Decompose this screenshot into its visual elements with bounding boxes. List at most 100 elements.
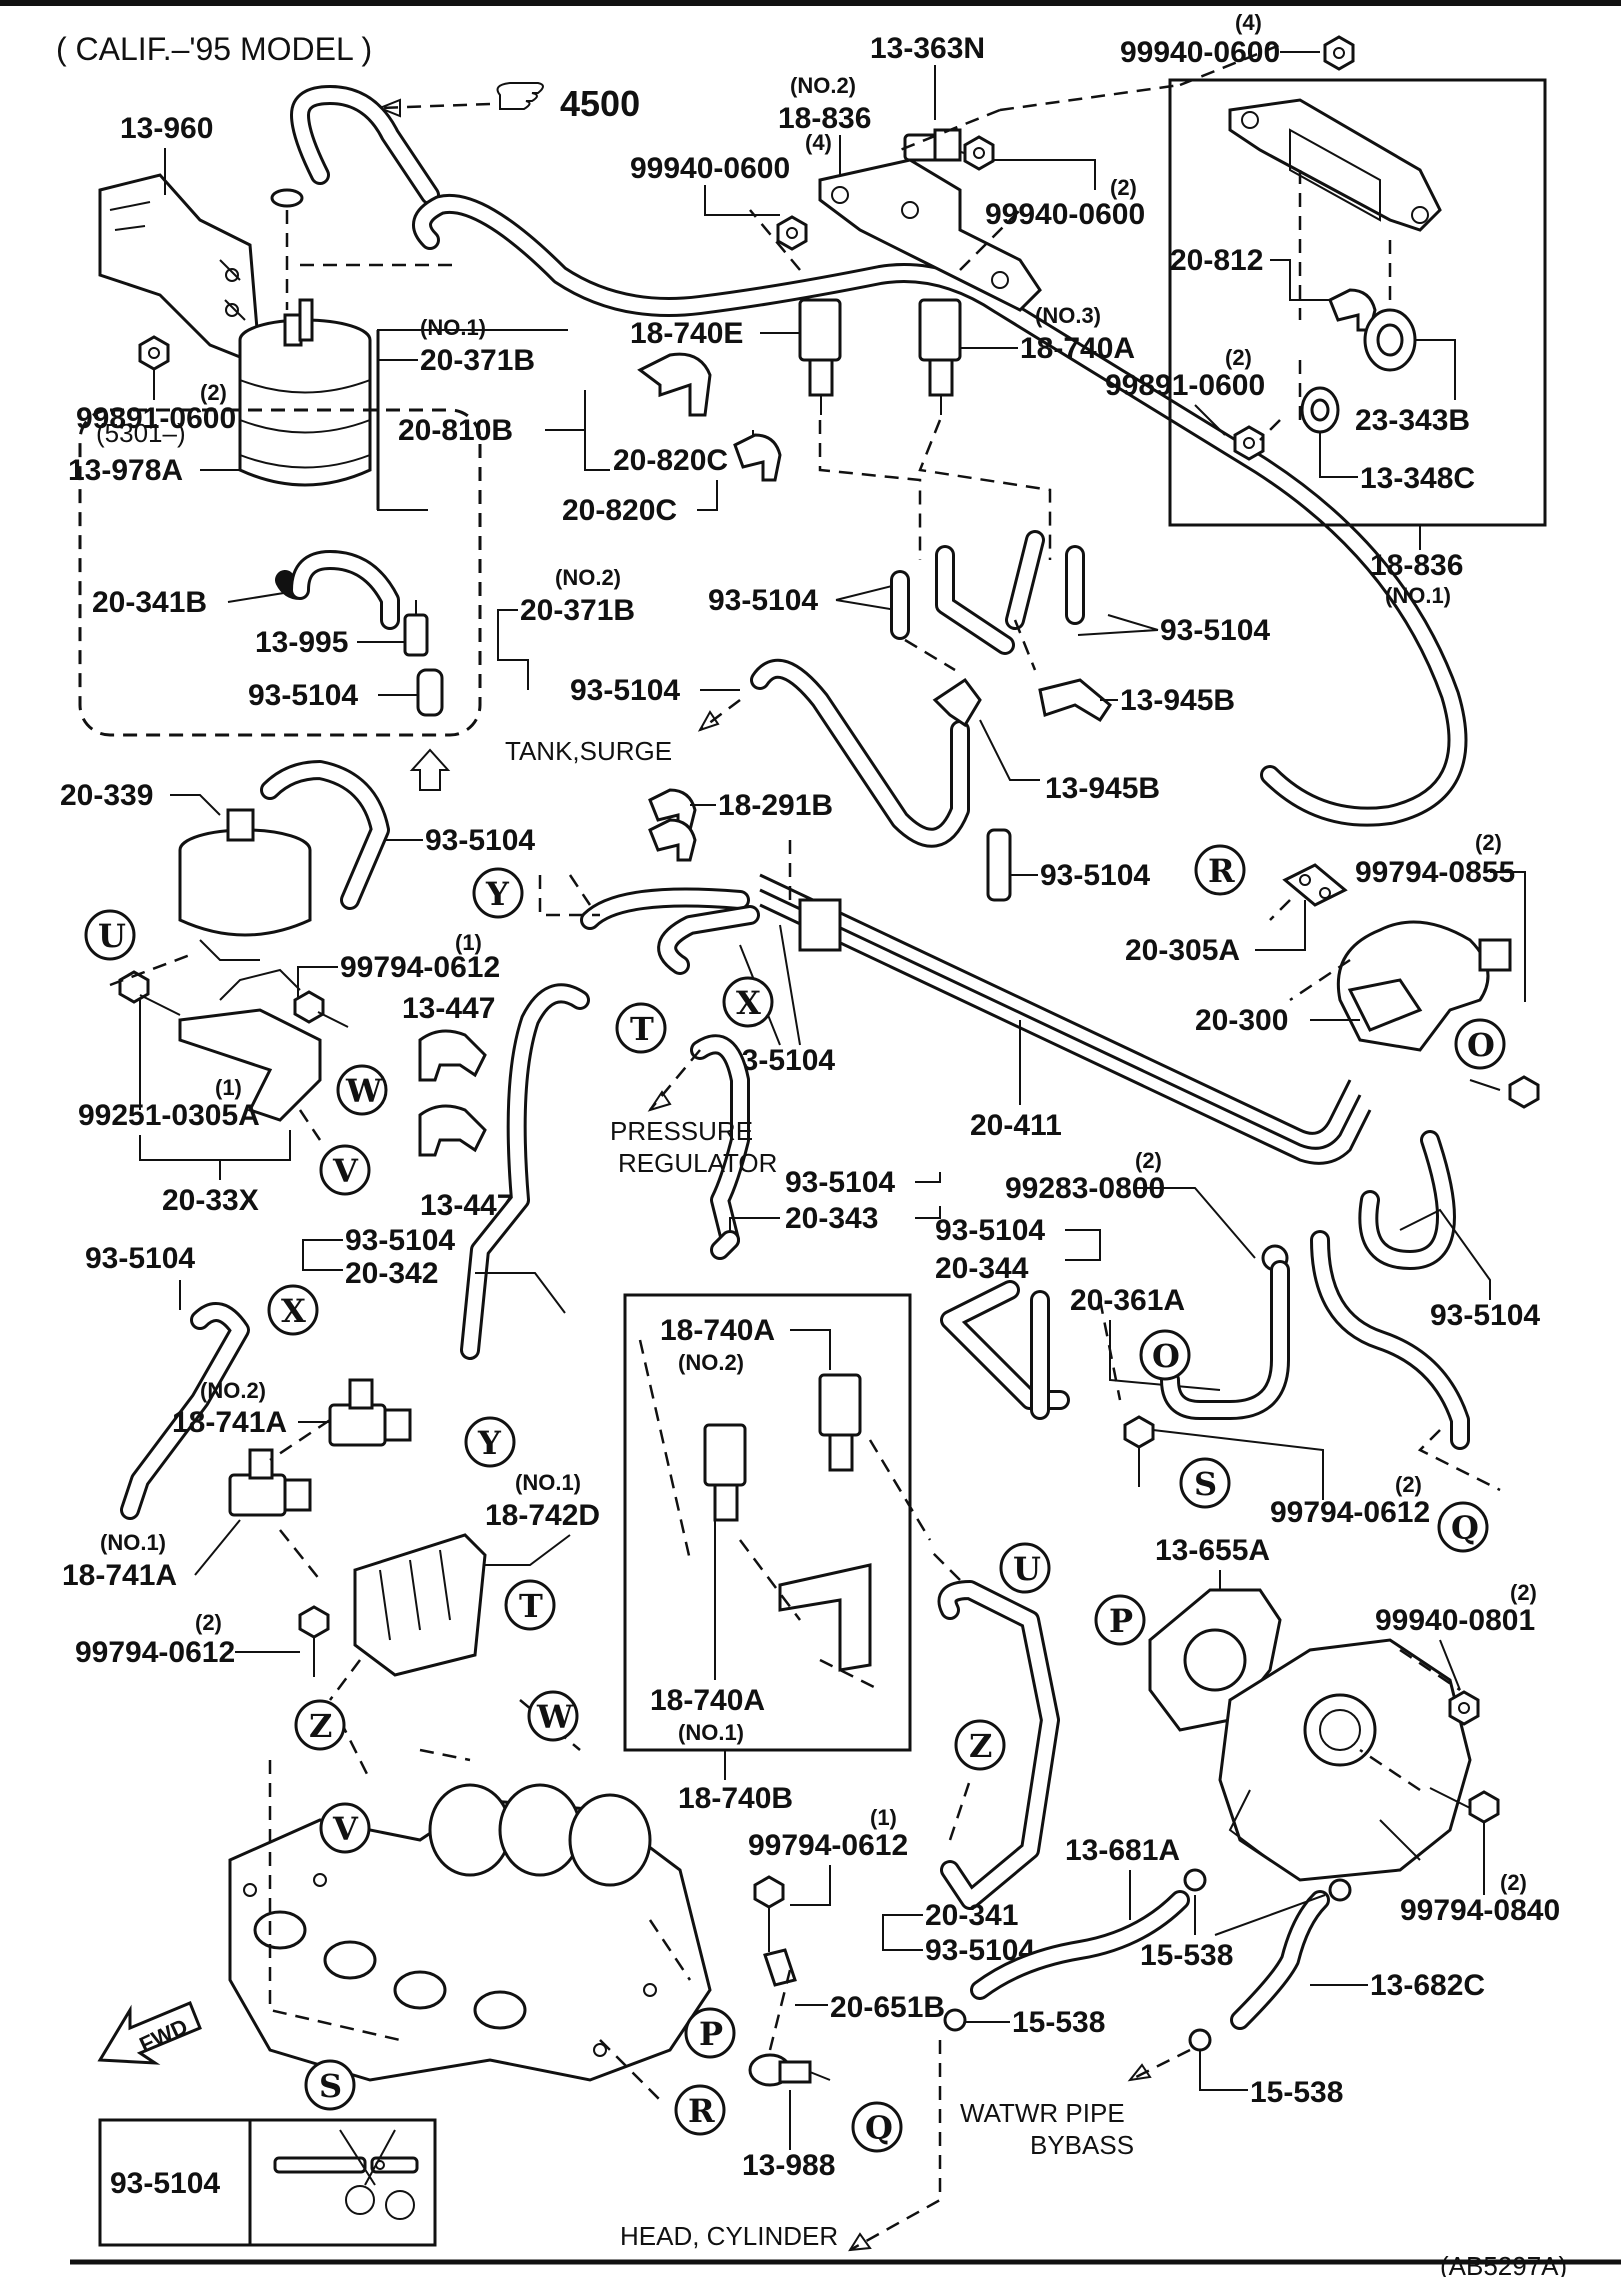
callout-S-1: S (1179, 1457, 1231, 1509)
qty-99940-b: (2) (1110, 175, 1137, 200)
label-13-945B-b: 13-945B (1045, 772, 1160, 805)
callout-S-2: S (304, 2059, 356, 2111)
bolt-99794-0855 (1469, 1075, 1540, 1109)
grommet-23-343B (1363, 308, 1417, 372)
bolt-99794-0612-a (293, 990, 349, 1028)
label-18-741A-no2: 18-741A (172, 1406, 287, 1439)
hose-20-342 (460, 983, 590, 1360)
qty-99794-0840: (2) (1500, 1870, 1527, 1895)
svg-text:R: R (688, 2092, 715, 2130)
note-18-740A-no2: (NO.2) (678, 1350, 744, 1375)
label-20-33X: 20-33X (162, 1184, 259, 1217)
hoses-93-5104-f (580, 887, 760, 975)
nut-99940-0801 (1448, 1690, 1480, 1726)
label-99794-0612-c: 99794-0612 (1270, 1496, 1430, 1529)
qty-99794-0612-d: (1) (870, 1805, 897, 1830)
clip-18-291B (648, 788, 697, 862)
hose-surge-tank (750, 658, 970, 848)
svg-text:O: O (1467, 1026, 1495, 1064)
hose-20-341 (937, 1580, 1060, 1910)
label-20-411: 20-411 (970, 1109, 1062, 1142)
svg-text:X: X (736, 984, 761, 1022)
qty-99940-0801: (2) (1510, 1580, 1537, 1605)
svg-text:U: U (98, 917, 126, 955)
reference-arrow-icon (496, 82, 544, 110)
label-18-836-no1: 18-836 (1370, 549, 1463, 582)
egr-valve-20-300 (1336, 920, 1512, 1052)
clamp-15-538-b (943, 2008, 967, 2032)
bolt-99794-0612-d (753, 1875, 785, 1952)
nut-99891-b (1233, 425, 1265, 461)
collar-13-348C (1300, 386, 1340, 434)
label-15-538-c: 15-538 (1250, 2076, 1343, 2109)
callout-T-1: T (615, 1002, 667, 1054)
bracket-20-651B (763, 1948, 797, 1987)
label-13-447-a: 13-447 (402, 992, 495, 1025)
pressure-regulator-hose (690, 1034, 750, 1250)
callout-X-2: X (267, 1284, 319, 1336)
svg-text:Q: Q (1451, 1509, 1479, 1547)
bracket-18-836-no1 (1228, 98, 1442, 232)
bracket-18-836-no2 (818, 158, 1042, 312)
hose-93-5104-j (120, 1302, 250, 1520)
svg-text:Y: Y (477, 1424, 502, 1462)
label-20-820C-b: 20-820C (562, 494, 677, 527)
label-18-742D: 18-742D (485, 1499, 600, 1532)
qty-99794-0612-c: (2) (1395, 1472, 1422, 1497)
label-99794-0855: 99794-0855 (1355, 856, 1515, 889)
label-99940-0600-c: 99940-0600 (1120, 36, 1280, 69)
svg-text:R: R (1208, 852, 1235, 890)
note-20-371B-no2: (NO.2) (555, 565, 621, 590)
bracket-18-740B (778, 1563, 872, 1672)
label-13-348C: 13-348C (1360, 462, 1475, 495)
callout-U-2: U (999, 1542, 1051, 1594)
bracket-13-960 (98, 173, 262, 368)
label-20-300: 20-300 (1195, 1004, 1288, 1037)
callout-X-1: X (722, 976, 774, 1028)
label-93-5104-h: 93-5104 (935, 1214, 1045, 1247)
label-99794-0612-b: 99794-0612 (75, 1636, 235, 1669)
label-13-682C: 13-682C (1370, 1969, 1485, 2002)
label-93-5104-g: 93-5104 (785, 1166, 895, 1199)
label-93-5104-inset: 93-5104 (248, 679, 358, 712)
callout-Y-1: Y (472, 867, 524, 919)
note-18-836-no1: (NO.1) (1385, 583, 1451, 608)
footer-code: (AB5297A) (1440, 2251, 1567, 2277)
qty-99794-0612-b: (2) (195, 1610, 222, 1635)
solenoid-18-740A-no2 (818, 1373, 862, 1472)
label-18-836-no2: 18-836 (778, 102, 871, 135)
label-tank-surge: TANK,SURGE (505, 736, 672, 766)
intake-manifold (228, 1783, 712, 2082)
label-18-740A-no3: 18-740A (1020, 332, 1135, 365)
label-93-5104-i: 93-5104 (1430, 1299, 1540, 1332)
callout-Y-2: Y (464, 1416, 516, 1468)
clip-20-810B (637, 352, 712, 417)
svg-text:Z: Z (969, 1727, 992, 1765)
qty-99794-0612-a: (1) (455, 930, 482, 955)
label-pressure-1: PRESSURE (610, 1116, 753, 1146)
vapor-pipe (412, 193, 1468, 827)
callout-P-2: P (684, 2007, 736, 2059)
svg-text:U: U (1013, 1550, 1041, 1588)
charcoal-canister-13-978A (238, 298, 372, 487)
label-99940-0600-b: 99940-0600 (985, 198, 1145, 231)
clamp-15-538-c (1188, 2028, 1212, 2052)
bolt-99794-0612-b (298, 1605, 330, 1677)
scissors-icon (375, 2160, 385, 2170)
vacuum-hoses-center (890, 530, 1085, 655)
fuel-pipes-20-411 (759, 873, 1372, 1165)
qty-99794-0855: (2) (1475, 830, 1502, 855)
hoses-93-5104-i (1310, 1130, 1470, 1450)
label-99891-0600-b: 99891-0600 (1105, 369, 1265, 402)
svg-text:S: S (1194, 1465, 1217, 1503)
label-99940-0600-a: 99940-0600 (630, 152, 790, 185)
fwd-arrow-icon (97, 2001, 202, 2065)
label-18-740A-no2: 18-740A (660, 1314, 775, 1347)
solenoid-18-740E (798, 298, 842, 415)
clip-20-820C (733, 433, 782, 482)
tee-13-945B-b (932, 677, 982, 728)
label-water-pipe-2: BYBASS (1030, 2130, 1134, 2160)
label-20-371B-no2: 20-371B (520, 594, 635, 627)
throttle-body (1218, 1638, 1472, 1882)
label-pressure-2: REGULATOR (618, 1148, 777, 1178)
